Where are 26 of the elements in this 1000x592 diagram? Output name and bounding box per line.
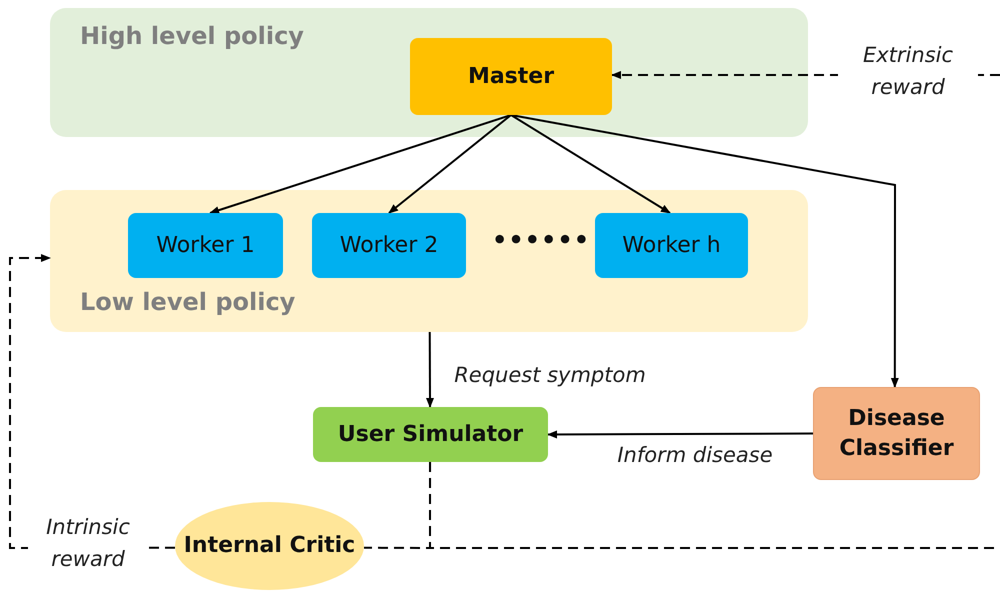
process-box <box>312 213 466 278</box>
node-label: Internal Critic <box>184 532 356 560</box>
arrow <box>388 114 512 214</box>
node-label: Master <box>468 62 554 91</box>
process-box <box>313 407 548 462</box>
process-box <box>128 213 283 278</box>
node-label: Worker 2 <box>340 232 438 260</box>
process-box <box>813 387 980 480</box>
node-label: Worker h <box>622 232 721 260</box>
band-title: High level policy <box>80 22 304 50</box>
node-label: Disease Classifier <box>838 404 955 462</box>
policy-band <box>50 8 808 137</box>
arrow <box>510 114 671 214</box>
arrow <box>547 430 813 438</box>
band-title: Low level policy <box>80 288 296 316</box>
node-label: Worker 1 <box>156 232 255 260</box>
arrow <box>209 114 512 214</box>
process-box <box>595 213 748 278</box>
edge-label: Inform disease <box>616 442 774 469</box>
arrow <box>510 114 899 388</box>
edge-label: Request symptom <box>453 362 647 389</box>
arrow <box>426 332 434 408</box>
node-label: User Simulator <box>338 420 524 449</box>
ellipsis: •••••• <box>492 226 590 254</box>
process-box <box>410 38 612 115</box>
policy-band <box>50 190 808 332</box>
